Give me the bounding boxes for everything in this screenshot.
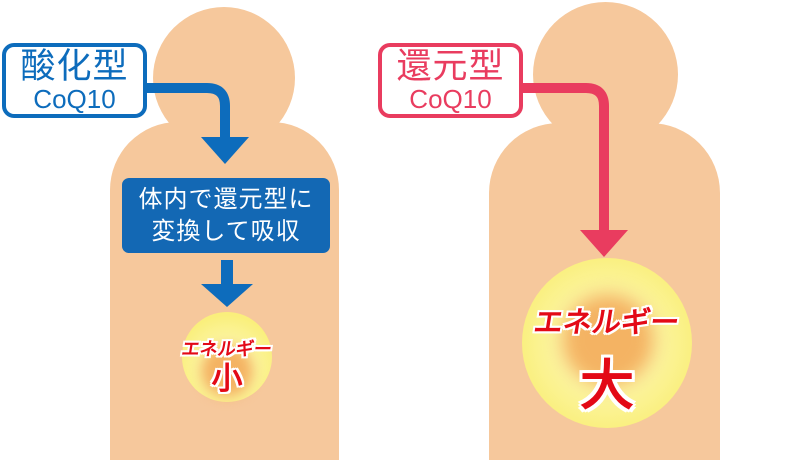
conversion-down-arrow-icon [201, 284, 253, 307]
oxidized-coq10-label-box: 酸化型 CoQ10 [2, 43, 147, 118]
energy-circle-large [522, 258, 692, 428]
conversion-process-box: 体内で還元型に 変換して吸収 [122, 178, 330, 253]
reduced-label-title: 還元型 [396, 47, 505, 86]
process-text-line2: 変換して吸収 [151, 217, 301, 245]
oxidized-flow-line [140, 83, 230, 139]
reduced-flow-line [518, 83, 609, 232]
reduced-down-arrow-icon [580, 230, 628, 257]
oxidized-label-title: 酸化型 [20, 47, 129, 86]
oxidized-label-subtitle: CoQ10 [33, 84, 116, 114]
energy-amount-large: 大 [580, 356, 634, 416]
energy-amount-small: 小 [211, 361, 243, 396]
process-text-line1: 体内で還元型に [138, 185, 314, 213]
energy-core-glow [201, 345, 253, 397]
energy-label-large: エネルギー [531, 307, 682, 339]
reduced-label-subtitle: CoQ10 [409, 84, 492, 114]
oxidized-down-arrow-icon [201, 137, 249, 164]
energy-core-glow [562, 294, 654, 386]
energy-circle-small [182, 312, 272, 402]
reduced-coq10-label-box: 還元型 CoQ10 [378, 43, 523, 118]
